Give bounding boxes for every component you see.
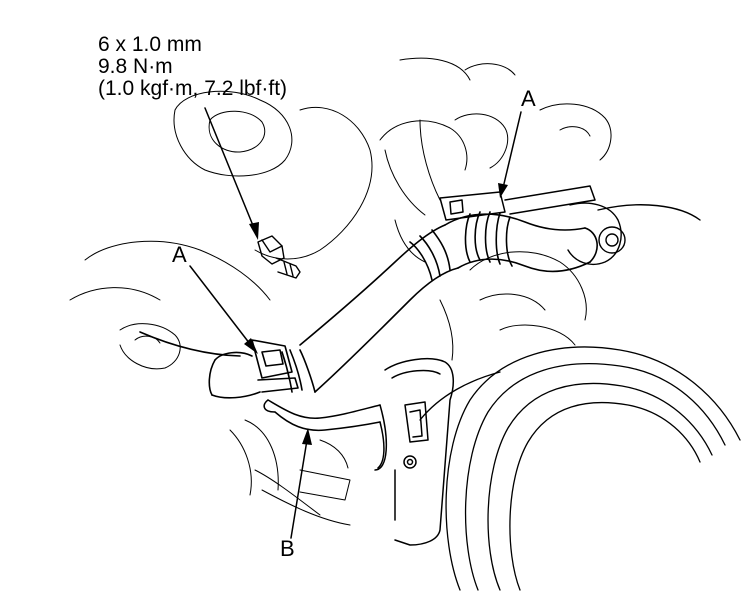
lower-hose [139, 331, 316, 399]
bracket-b [263, 357, 455, 546]
bolt-size-text: 6 x 1.0 mm [98, 33, 202, 56]
torque-nm-text: 9.8 N·m [98, 55, 173, 78]
engine-background [69, 57, 612, 526]
callout-b: B [280, 536, 295, 561]
upper-right-component [567, 202, 701, 266]
main-hose [299, 224, 459, 393]
leader-lines [189, 107, 522, 539]
callout-a-lower: A [172, 242, 187, 267]
bolt [257, 235, 301, 279]
torque-alt-units-text: (1.0 kgf·m, 7.2 lbf·ft) [98, 77, 288, 100]
torque-spec-callout: 6 x 1.0 mm 9.8 N·m (1.0 kgf·m, 7.2 lbf·f… [98, 34, 287, 100]
round-housing [419, 346, 741, 591]
clip-a-upper [439, 185, 596, 221]
callout-a-upper: A [521, 86, 536, 111]
upper-hose [444, 211, 598, 273]
